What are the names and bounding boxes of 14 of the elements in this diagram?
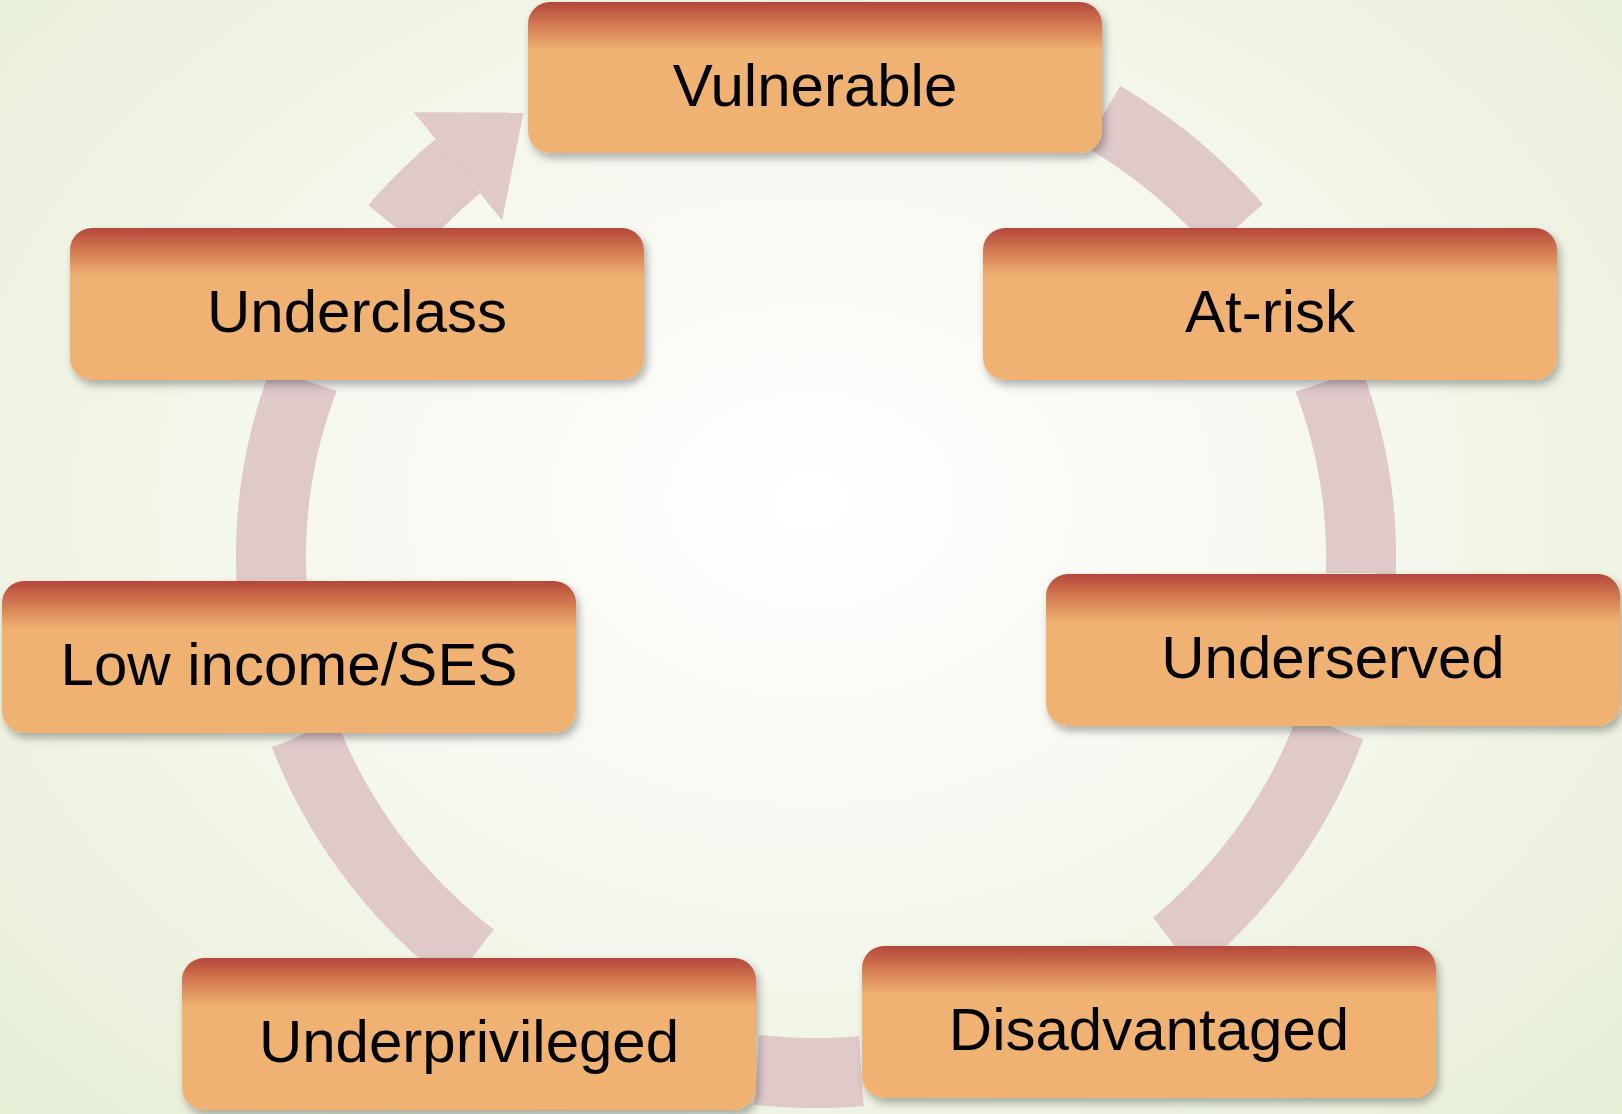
stage-box — [983, 228, 1557, 380]
stage-box — [2, 581, 576, 733]
stage-label: Disadvantaged — [948, 1000, 1350, 1060]
stage-label: Underprivileged — [258, 1012, 680, 1072]
stage-box — [70, 228, 644, 380]
stage-label: At-risk — [1185, 282, 1355, 342]
stage-label: Underclass — [206, 282, 508, 342]
stage-label: Low income/SES — [60, 635, 518, 695]
stage-box — [1046, 574, 1620, 726]
stage-box — [528, 2, 1102, 153]
stage-label: Underserved — [1161, 628, 1505, 688]
stage-box — [862, 946, 1436, 1098]
stage-box — [182, 958, 756, 1110]
stage-label: Vulnerable — [672, 55, 958, 116]
